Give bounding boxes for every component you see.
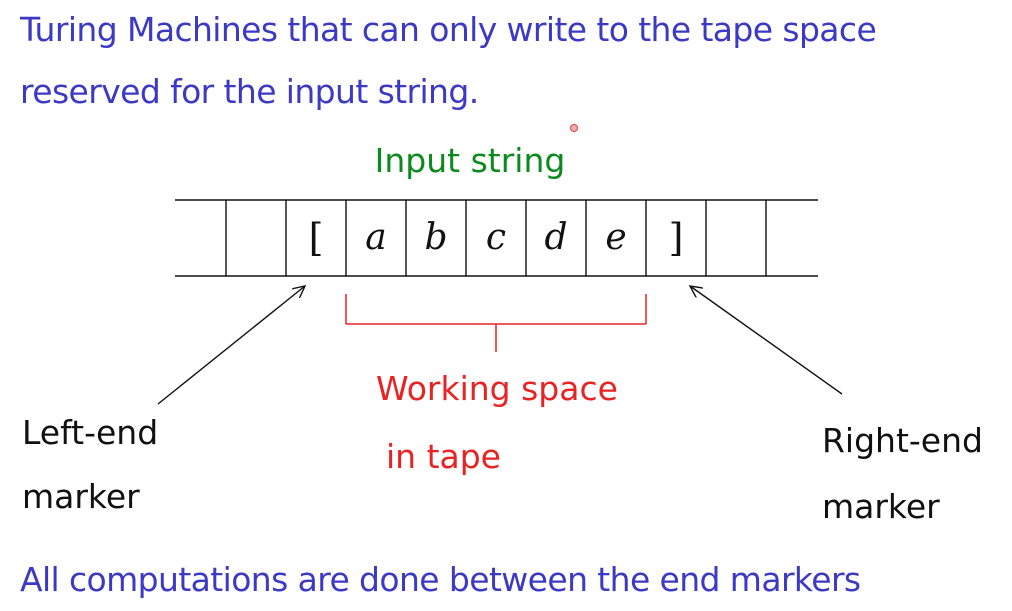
left-marker-label-1: Left-end bbox=[22, 413, 158, 452]
right-end-bracket: ] bbox=[669, 216, 684, 260]
tape-symbol-a: a bbox=[365, 217, 386, 258]
working-space-label: Working space bbox=[376, 369, 618, 408]
tape-symbol-b: b bbox=[424, 217, 447, 258]
tape-cell-dividers bbox=[225, 200, 767, 276]
right-marker-arrow bbox=[690, 286, 843, 395]
tape-symbol-c: c bbox=[486, 217, 506, 258]
tape-symbol-d: d bbox=[544, 217, 567, 258]
footer-text: All computations are done between the en… bbox=[20, 560, 861, 599]
left-end-bracket: [ bbox=[309, 216, 324, 260]
input-string-label: Input string bbox=[375, 141, 566, 180]
right-marker-label-2: marker bbox=[822, 487, 940, 526]
left-marker-label-2: marker bbox=[22, 477, 140, 516]
heading-line-2: reserved for the input string. bbox=[20, 72, 479, 111]
tape-symbol-e: e bbox=[605, 217, 626, 258]
heading-line-1: Turing Machines that can only write to t… bbox=[20, 10, 877, 49]
in-tape-label: in tape bbox=[386, 437, 501, 476]
right-marker-label-1: Right-end bbox=[822, 421, 983, 460]
working-space-brace bbox=[345, 294, 647, 352]
left-marker-arrow bbox=[157, 286, 305, 405]
laser-pointer-dot bbox=[570, 124, 578, 132]
